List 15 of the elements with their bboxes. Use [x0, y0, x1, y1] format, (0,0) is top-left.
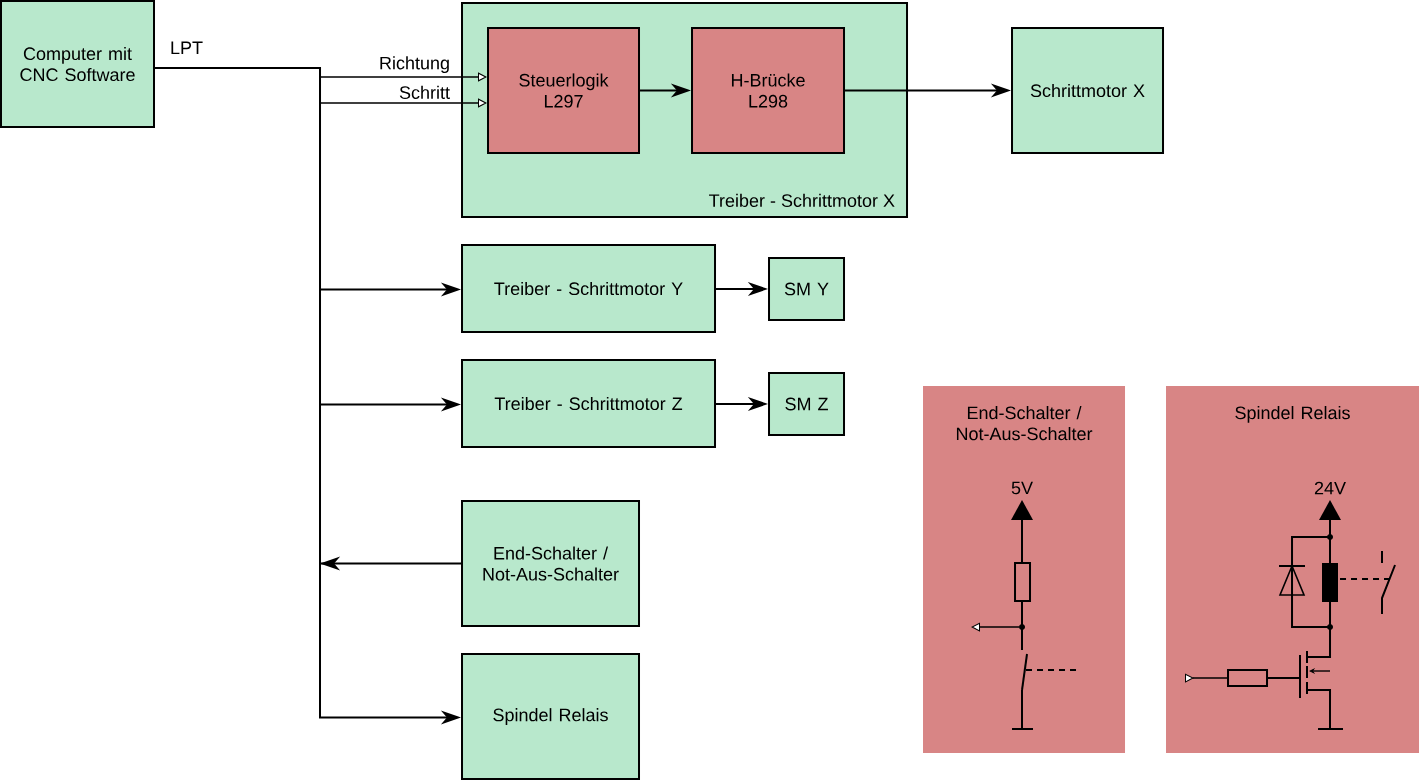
node-label: LPT [171, 41, 203, 54]
relay-box: Spindel Relais [461, 653, 640, 780]
edge-label: Richtung [380, 56, 449, 73]
driver-box: Treiber - Schrittmotor Y [461, 244, 716, 333]
logic-box: Steuerlogik L297 [487, 27, 640, 154]
switch-box: End-Schalter / Not-Aus-Schalter [461, 500, 640, 627]
motor-box: SM Z [768, 372, 845, 436]
driver-box: Treiber - Schrittmotor Z [461, 359, 716, 448]
motor-box: SM Y [768, 257, 845, 321]
supply-label: 24V [1314, 481, 1346, 495]
bridge-box: H-Brücke L298 [691, 27, 845, 154]
edge-label: Schritt [399, 85, 450, 99]
supply-label: 5V [1011, 481, 1033, 495]
motor-box: Schrittmotor X [1011, 27, 1164, 154]
computer-box: Computer mit CNC Software LPT [0, 0, 203, 128]
